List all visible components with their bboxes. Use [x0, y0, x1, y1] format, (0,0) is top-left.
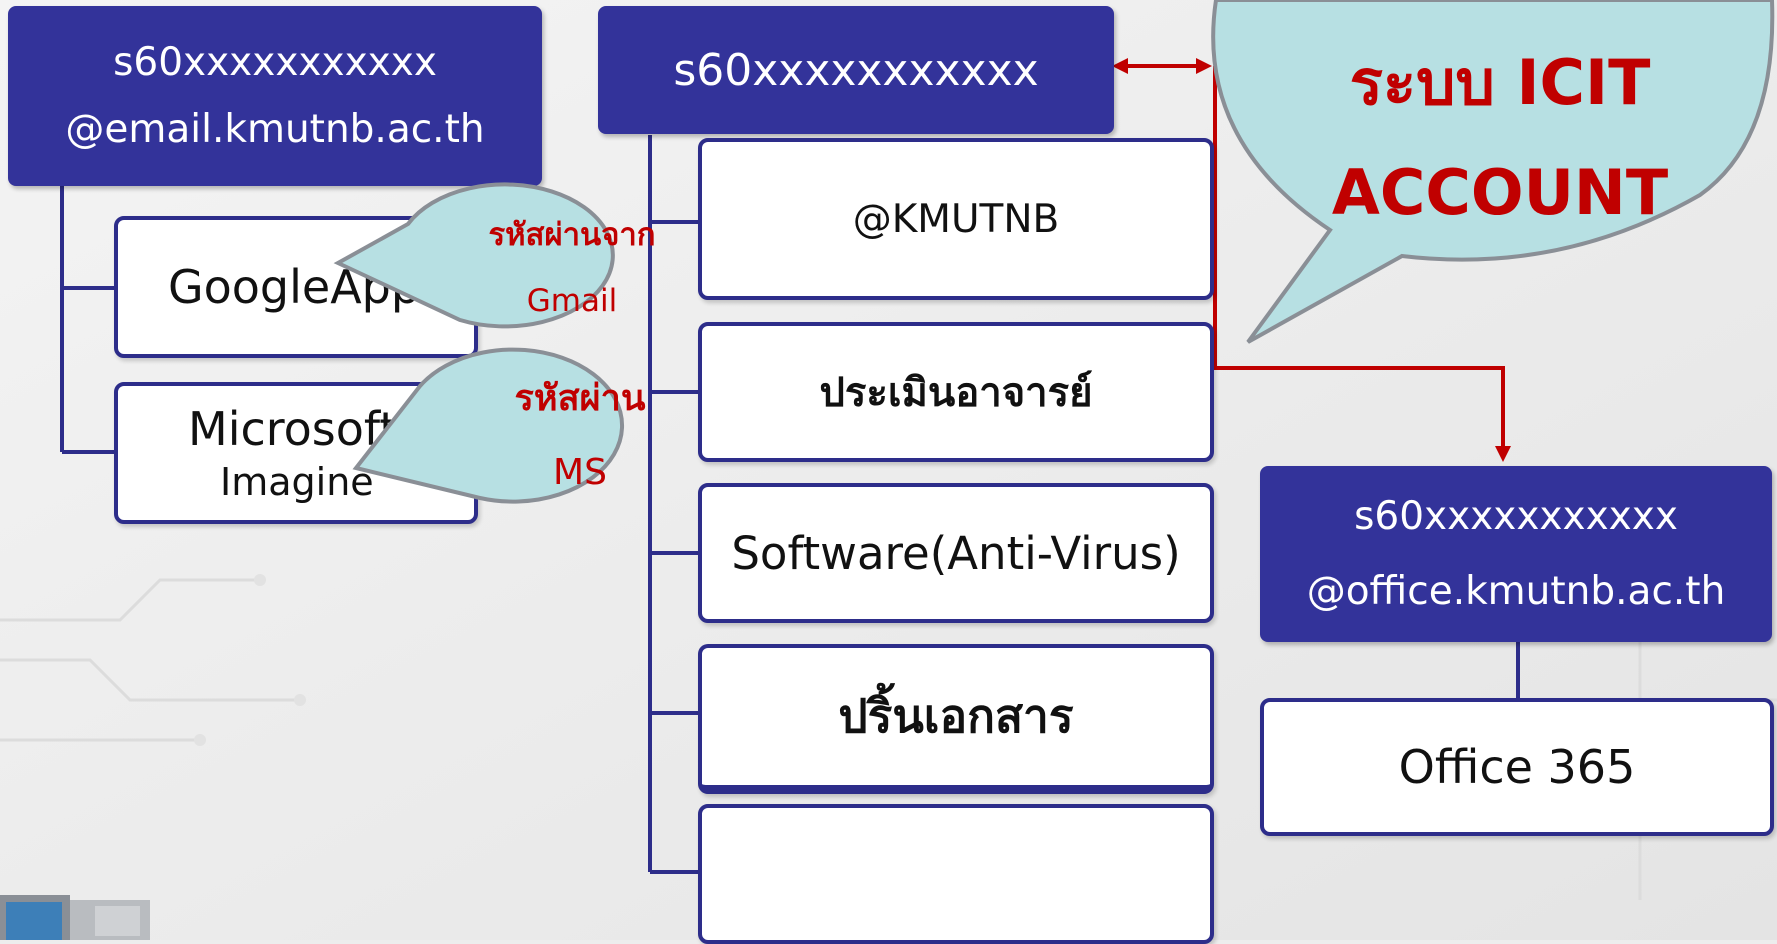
- ms-callout: รหัสผ่าน MS: [470, 362, 690, 510]
- service-googleapp[interactable]: GoogleApp: [114, 216, 478, 358]
- service-empty[interactable]: [698, 804, 1214, 944]
- service-antivirus[interactable]: Software(Anti-Virus): [698, 483, 1214, 623]
- service-teacher-evaluation-label: ประเมินอาจารย์: [819, 370, 1093, 416]
- office-header-line1: s60xxxxxxxxxxx: [1354, 494, 1678, 539]
- service-printing[interactable]: ปริ้นเอกสาร: [698, 644, 1214, 794]
- service-office365-label: Office 365: [1398, 740, 1636, 794]
- icit-callout: ระบบ ICIT ACCOUNT: [1300, 28, 1700, 248]
- icit-callout-line2: ACCOUNT: [1331, 156, 1669, 229]
- service-printing-label: ปริ้นเอกสาร: [838, 689, 1074, 743]
- kmutnb-header-label: s60xxxxxxxxxxx: [673, 44, 1039, 96]
- email-header-line1: s60xxxxxxxxxxx: [113, 40, 437, 85]
- service-kmutnb-label: @KMUTNB: [852, 196, 1060, 242]
- service-teacher-evaluation[interactable]: ประเมินอาจารย์: [698, 322, 1214, 462]
- ms-callout-line1: รหัสผ่าน: [514, 378, 646, 419]
- email-header-line2: @email.kmutnb.ac.th: [65, 107, 485, 152]
- service-imagine-label: Imagine: [220, 460, 374, 504]
- service-kmutnb[interactable]: @KMUTNB: [698, 138, 1214, 300]
- gmail-callout-line1: รหัสผ่านจาก: [488, 217, 656, 253]
- gmail-callout: รหัสผ่านจาก Gmail: [462, 202, 682, 334]
- gmail-callout-line2: Gmail: [526, 283, 618, 319]
- service-antivirus-label: Software(Anti-Virus): [731, 526, 1181, 580]
- service-microsoft-imagine[interactable]: Microsoft Imagine: [114, 382, 478, 524]
- ms-callout-line2: MS: [553, 452, 607, 493]
- computer-icon: [0, 895, 150, 940]
- service-googleapp-label: GoogleApp: [168, 260, 421, 314]
- office-header-line2: @office.kmutnb.ac.th: [1306, 569, 1726, 614]
- email-account-header: s60xxxxxxxxxxx @email.kmutnb.ac.th: [8, 6, 542, 186]
- service-office365[interactable]: Office 365: [1260, 698, 1774, 836]
- icit-callout-line1: ระบบ ICIT: [1349, 46, 1651, 119]
- office-account-header: s60xxxxxxxxxxx @office.kmutnb.ac.th: [1260, 466, 1772, 642]
- service-microsoft-label: Microsoft: [188, 402, 398, 456]
- kmutnb-account-header: s60xxxxxxxxxxx: [598, 6, 1114, 134]
